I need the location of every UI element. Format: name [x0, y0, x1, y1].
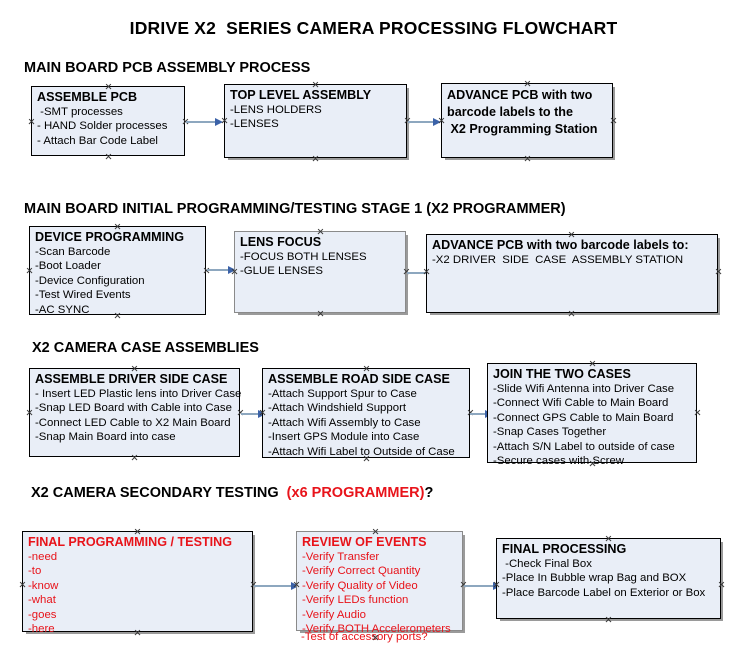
node-advance-pcb-driver-side-station[interactable]: ADVANCE PCB with two barcode labels to: …: [426, 234, 718, 313]
section-heading-text: X2 CAMERA SECONDARY TESTING: [31, 485, 287, 501]
node-line: -FOCUS BOTH LENSES: [240, 251, 367, 263]
node-advance-pcb-programming-station[interactable]: ADVANCE PCB with two barcode labels to t…: [441, 83, 613, 158]
section-heading-tail: ?: [424, 485, 434, 501]
node-assemble-driver-side-case[interactable]: ASSEMBLE DRIVER SIDE CASE - Insert LED P…: [29, 368, 242, 457]
node-assemble-road-side-case[interactable]: ASSEMBLE ROAD SIDE CASE -Attach Support …: [262, 368, 470, 458]
node-device-programming[interactable]: DEVICE PROGRAMMING -Scan Barcode -Boot L…: [29, 226, 206, 316]
node-line: -Verify Quality of Video: [302, 579, 418, 592]
node-line: - Attach Bar Code Label: [37, 134, 158, 147]
node-line: -Verify Correct Quantity: [302, 565, 421, 578]
node-line: - HAND Solder processes: [37, 120, 168, 133]
node-title: REVIEW OF EVENTS: [302, 535, 427, 549]
node-line: -here: [28, 623, 55, 636]
node-line: -what: [28, 594, 56, 607]
node-line: -Insert GPS Module into Case: [268, 431, 420, 444]
node-line: -Connect GPS Cable to Main Board: [493, 411, 674, 424]
node-line: -Verify LEDs function: [302, 594, 409, 607]
node-line: -AC SYNC: [35, 303, 90, 316]
node-line: -Attach Support Spur to Case: [268, 388, 417, 400]
node-final-processing[interactable]: FINAL PROCESSING -Check Final Box -Place…: [496, 538, 721, 619]
section-heading-case-assemblies: X2 CAMERA CASE ASSEMBLIES: [32, 340, 259, 356]
node-title: ASSEMBLE DRIVER SIDE CASE: [35, 372, 228, 386]
section-heading-initial-programming: MAIN BOARD INITIAL PROGRAMMING/TESTING S…: [24, 201, 566, 217]
node-title: ADVANCE PCB with two barcode labels to t…: [447, 88, 598, 136]
node-line: -need: [28, 551, 58, 563]
node-title: FINAL PROGRAMMING / TESTING: [28, 535, 233, 549]
connector-arrow: [254, 581, 300, 591]
node-line: -Check Final Box: [502, 558, 592, 570]
node-line: -Scan Barcode: [35, 246, 111, 258]
chart-title: IDRIVE X2 SERIES CAMERA PROCESSING FLOWC…: [129, 18, 618, 38]
node-title: ASSEMBLE PCB: [37, 90, 138, 104]
section-heading-accent: (x6 PROGRAMMER): [286, 485, 425, 501]
connector-arrow: [207, 265, 237, 275]
node-line: -GLUE LENSES: [240, 265, 323, 278]
section-heading-secondary-testing: X2 CAMERA SECONDARY TESTING (x6 PROGRAMM…: [31, 485, 433, 501]
node-line: -Place Barcode Label on Exterior or Box: [502, 586, 706, 599]
node-title: FINAL PROCESSING: [502, 542, 627, 556]
node-line: -Snap Main Board into case: [35, 431, 176, 444]
node-line: -LENSES: [230, 118, 279, 131]
connector-arrow: [186, 117, 224, 127]
node-line: -LENS HOLDERS: [230, 104, 322, 116]
node-final-programming-testing[interactable]: FINAL PROGRAMMING / TESTING -need -to -k…: [22, 531, 253, 635]
node-line: -SMT processes: [37, 106, 123, 118]
node-line: -Verify Audio: [302, 608, 366, 621]
node-line: -X2 DRIVER SIDE CASE ASSEMBLY STATION: [432, 254, 684, 266]
node-title: JOIN THE TWO CASES: [493, 367, 631, 381]
node-line: -Verify BOTH Accelerometers: [302, 623, 451, 636]
node-line: -know: [28, 579, 59, 592]
node-line-overflow: -Test of accessory ports?: [301, 631, 428, 643]
node-line: -Place In Bubble wrap Bag and BOX: [502, 572, 687, 585]
node-line: -Snap Cases Together: [493, 426, 607, 439]
node-title: ADVANCE PCB with two barcode labels to:: [432, 238, 689, 252]
node-line: -Device Configuration: [35, 274, 145, 287]
node-line: -Attach Wifi Label to Outside of Case: [268, 445, 455, 458]
node-line: -Snap LED Board with Cable into Case: [35, 402, 232, 415]
section-heading-pcb-assembly: MAIN BOARD PCB ASSEMBLY PROCESS: [24, 60, 311, 76]
node-line: -Attach S/N Label to outside of case: [493, 440, 675, 453]
node-line: - Insert LED Plastic lens into Driver Ca…: [35, 388, 242, 400]
node-line: -Attach Wifi Assembly to Case: [268, 416, 421, 429]
connector-arrow: [408, 117, 442, 127]
node-line: -Slide Wifi Antenna into Driver Case: [493, 383, 675, 395]
node-line: -goes: [28, 608, 57, 621]
node-line: -Connect Wifi Cable to Main Board: [493, 397, 669, 410]
node-line: -Boot Loader: [35, 260, 101, 273]
node-title: ASSEMBLE ROAD SIDE CASE: [268, 372, 450, 386]
node-review-of-events[interactable]: REVIEW OF EVENTS -Verify Transfer -Verif…: [296, 531, 463, 635]
node-line: -Test Wired Events: [35, 289, 131, 302]
node-line: -to: [28, 565, 42, 578]
node-top-level-assembly[interactable]: TOP LEVEL ASSEMBLY -LENS HOLDERS -LENSES: [224, 84, 407, 158]
node-title: LENS FOCUS: [240, 235, 322, 249]
node-assemble-pcb[interactable]: ASSEMBLE PCB -SMT processes - HAND Solde…: [31, 86, 185, 156]
node-line: -Connect LED Cable to X2 Main Board: [35, 416, 231, 429]
node-lens-focus[interactable]: LENS FOCUS -FOCUS BOTH LENSES -GLUE LENS…: [234, 231, 406, 313]
node-line: -Secure cases with Screw: [493, 455, 625, 468]
node-title: DEVICE PROGRAMMING: [35, 230, 185, 244]
node-title: TOP LEVEL ASSEMBLY: [230, 88, 372, 102]
node-join-the-two-cases[interactable]: JOIN THE TWO CASES -Slide Wifi Antenna i…: [487, 363, 697, 467]
node-line: -Verify Transfer: [302, 551, 380, 563]
node-line: -Attach Windshield Support: [268, 402, 407, 415]
